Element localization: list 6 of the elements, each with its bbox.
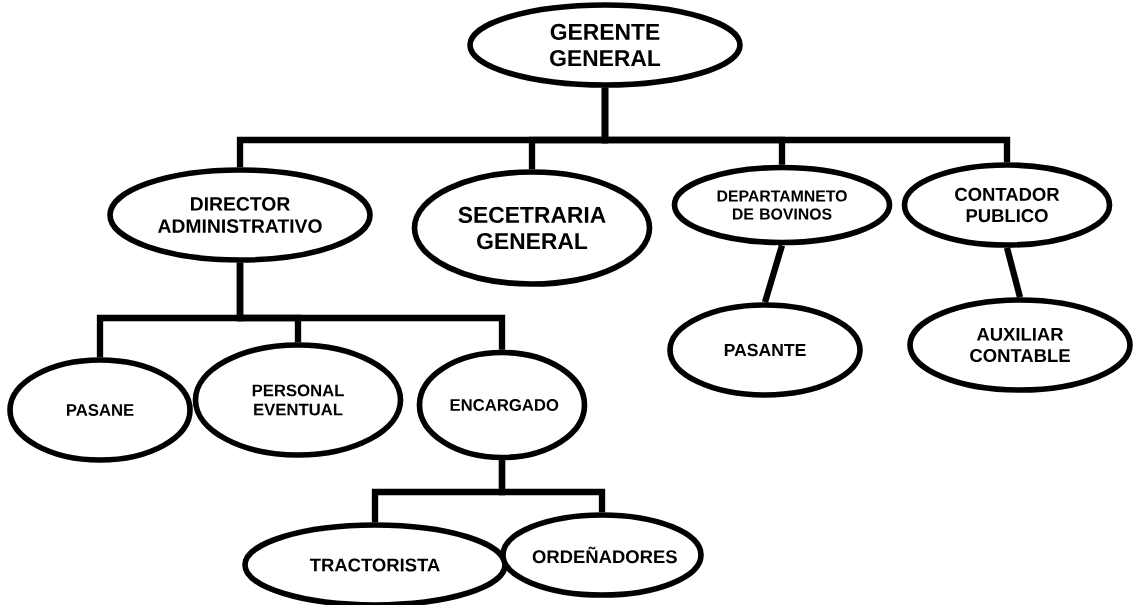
connector-line (761, 244, 786, 304)
connector-line (1003, 247, 1024, 298)
node-label: ORDEÑADORES (532, 546, 677, 564)
connector-line (236, 262, 506, 350)
connector-line (601, 87, 1011, 163)
connector-line (498, 460, 606, 513)
